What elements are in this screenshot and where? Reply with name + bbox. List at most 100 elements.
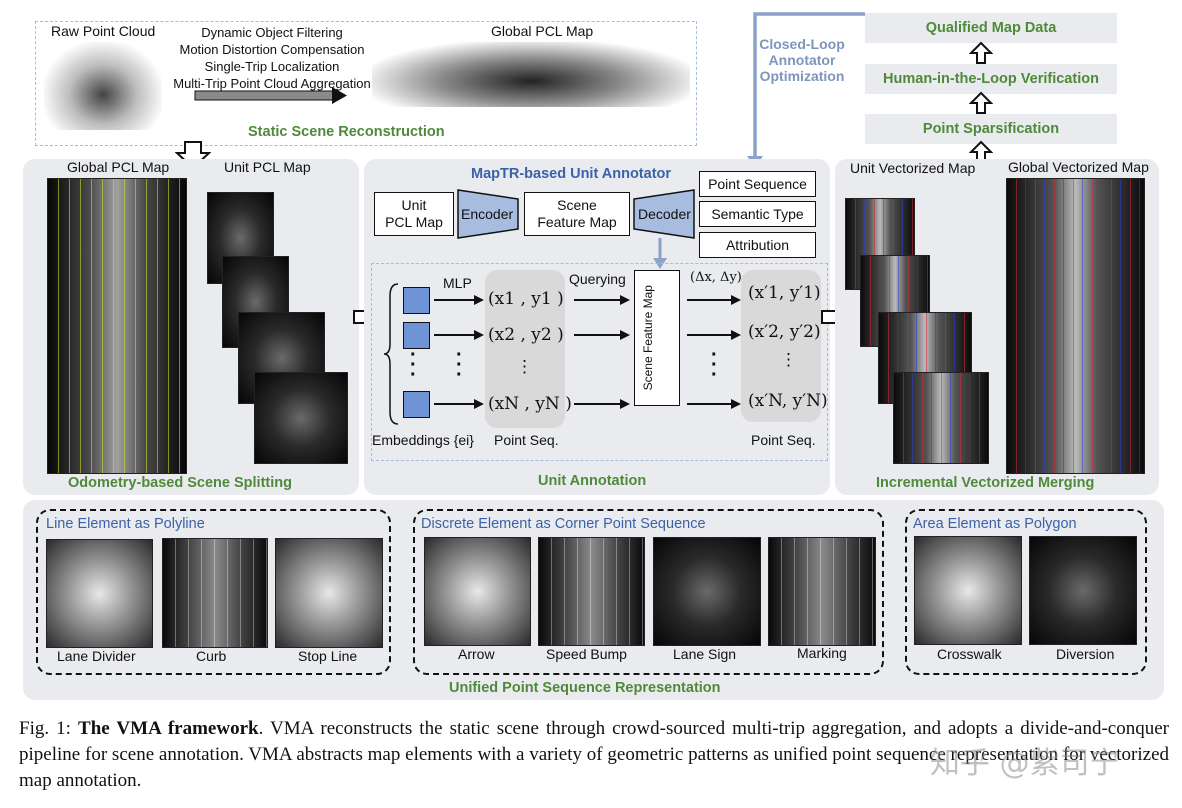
curb-label: Curb <box>196 648 227 664</box>
scene-splitting-title: Odometry-based Scene Splitting <box>68 475 292 491</box>
scene-feature-line-1: Scene <box>557 197 597 213</box>
querying-label: Querying <box>569 271 626 287</box>
delta-arrows <box>687 295 741 409</box>
embedding-1 <box>403 287 430 314</box>
point-sequence-box: Point Sequence <box>699 171 816 197</box>
point-out-2: (x′2, y′2) <box>748 322 821 342</box>
crosswalk-label: Crosswalk <box>937 646 1002 662</box>
global-vectorized-map-label: Global Vectorized Map <box>1008 159 1149 175</box>
delta-dots: ··· <box>711 344 718 386</box>
unit-pcl-map-label: Unit PCL Map <box>224 159 311 175</box>
point-out-1: (x′1, y′1) <box>748 283 821 303</box>
scene-feature-line-2: Feature Map <box>537 214 617 230</box>
marking-label: Marking <box>797 645 847 661</box>
unit-pcl-line-2: PCL Map <box>385 214 443 230</box>
embeddings-brace <box>383 283 399 425</box>
point-seq-in-column <box>485 270 565 428</box>
vertical-scene-feature-map-box: Scene Feature Map <box>634 270 680 406</box>
vectorized-merging-title: Incremental Vectorized Merging <box>876 475 1095 491</box>
attribution-box: Attribution <box>699 232 816 258</box>
mlp-arrows <box>434 295 484 409</box>
mlp-dots: ··· <box>456 344 463 386</box>
semantic-type-box: Semantic Type <box>699 201 816 227</box>
static-scene-title: Static Scene Reconstruction <box>248 124 445 140</box>
point-seq-out-column <box>741 270 821 422</box>
caption-text: . VMA reconstructs the static scene thro… <box>19 718 1170 791</box>
closed-loop-line-1: Closed-Loop <box>759 36 845 52</box>
decoder-shape <box>633 189 695 239</box>
representation-title: Unified Point Sequence Representation <box>449 680 721 696</box>
unit-pcl-tile-4 <box>254 372 348 464</box>
marking-image <box>768 537 876 646</box>
sparsification-label: Point Sparsification <box>922 121 1060 137</box>
closed-loop-line-3: Optimization <box>759 68 845 84</box>
line-element-frame <box>36 509 391 675</box>
human-verification-box: Human-in-the-Loop Verification <box>865 64 1117 94</box>
stop-line-image <box>275 538 383 648</box>
point-in-n: (xN , yN ) <box>488 394 572 414</box>
attribution-label: Attribution <box>725 236 790 253</box>
point-seq-in-label: Point Seq. <box>494 432 559 448</box>
step-2: Motion Distortion Compensation <box>179 42 365 57</box>
raw-point-cloud-image <box>44 42 162 130</box>
processing-steps: Dynamic Object Filtering Motion Distorti… <box>172 24 372 92</box>
encoder-label: Encoder <box>461 206 514 222</box>
sparsification-box: Point Sparsification <box>865 114 1117 144</box>
lane-sign-label: Lane Sign <box>673 646 737 662</box>
global-vectorized-map-image <box>1006 178 1145 474</box>
line-element-title: Line Element as Polyline <box>46 516 205 532</box>
area-element-title: Area Element as Polygon <box>913 516 1077 532</box>
unit-pcl-line-1: Unit <box>401 197 427 213</box>
embedding-n <box>403 391 430 418</box>
crosswalk-image <box>914 536 1022 645</box>
arrow-label: Arrow <box>458 646 495 662</box>
closed-loop-line-2: Annotator <box>768 52 836 68</box>
point-out-dots: ⋮ <box>780 350 797 370</box>
embedding-2 <box>403 322 430 349</box>
diversion-label: Diversion <box>1056 646 1115 662</box>
process-arrow <box>194 87 347 104</box>
unit-vector-tile-4 <box>893 372 989 464</box>
point-in-dots: ⋮ <box>516 357 533 377</box>
unit-annotation-inner-frame <box>371 263 828 461</box>
caption-bold: The VMA framework <box>78 718 259 739</box>
step-4: Multi-Trip Point Cloud Aggregation <box>173 76 371 91</box>
area-element-frame <box>905 509 1147 675</box>
human-verification-label: Human-in-the-Loop Verification <box>883 71 1099 87</box>
mlp-label: MLP <box>443 275 472 291</box>
point-out-n: (x′N, y′N) <box>748 391 828 411</box>
delta-label: (Δx, Δy) <box>690 270 742 285</box>
point-seq-out-label: Point Seq. <box>751 432 816 448</box>
global-pcl-map-image <box>47 178 187 474</box>
lane-divider-label: Lane Divider <box>57 648 136 664</box>
embeddings-label: Embeddings {ei} <box>372 432 474 448</box>
point-in-2: (x2 , y2 ) <box>488 325 564 345</box>
point-sequence-label: Point Sequence <box>708 175 807 192</box>
speed-bump-image <box>538 537 645 646</box>
closed-loop-label: Closed-Loop Annotator Optimization <box>752 36 852 84</box>
global-pcl-map-top-image <box>372 42 690 107</box>
curb-image <box>162 538 268 648</box>
figure-caption: Fig. 1: The VMA framework. VMA reconstru… <box>19 716 1169 794</box>
point-in-1: (x1 , y1 ) <box>488 289 564 309</box>
up-arrow-1 <box>969 41 993 64</box>
querying-arrows <box>574 295 630 409</box>
stop-line-label: Stop Line <box>298 648 358 664</box>
up-arrow-2 <box>969 91 993 114</box>
embedding-dots: ··· <box>410 344 417 386</box>
global-pcl-map-label: Global PCL Map <box>67 159 170 175</box>
vertical-scene-feature-map-label: Scene Feature Map <box>641 285 655 391</box>
decoder-label: Decoder <box>638 206 691 222</box>
qualified-map-label: Qualified Map Data <box>925 20 1057 36</box>
semantic-type-label: Semantic Type <box>711 205 804 222</box>
static-scene-frame-top <box>35 21 695 22</box>
static-scene-frame <box>35 21 697 146</box>
step-3: Single-Trip Localization <box>204 59 340 74</box>
arrow-image <box>424 537 531 646</box>
caption-fig: Fig. 1: <box>19 718 79 739</box>
step-1: Dynamic Object Filtering <box>201 25 343 40</box>
qualified-map-box: Qualified Map Data <box>865 13 1117 43</box>
raw-point-cloud-label: Raw Point Cloud <box>51 23 156 39</box>
